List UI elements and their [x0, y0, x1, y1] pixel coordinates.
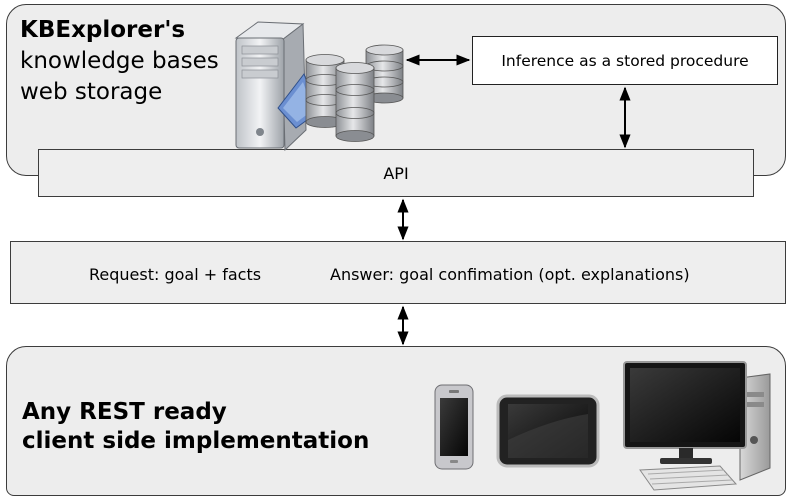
inference-label: Inference as a stored procedure — [501, 51, 749, 70]
desktop-computer-icon — [623, 361, 771, 491]
storage-subtitle-line-2: web storage — [20, 79, 163, 105]
api-label: API — [383, 163, 409, 183]
request-label: Request: goal + facts — [89, 265, 262, 284]
client-title-line-2: client side implementation — [22, 428, 370, 454]
tablet-icon — [496, 394, 600, 468]
storage-title: KBExplorer's — [20, 17, 186, 43]
database-icon — [305, 44, 404, 142]
inference-procedure-box: Inference as a stored procedure — [472, 36, 778, 85]
smartphone-icon — [434, 384, 474, 470]
client-title-line-1: Any REST ready — [22, 399, 227, 425]
api-bar: API — [38, 149, 754, 197]
answer-label: Answer: goal confimation (opt. explanati… — [330, 265, 690, 284]
storage-subtitle-line-1: knowledge bases — [20, 48, 219, 74]
request-answer-bar: Request: goal + facts Answer: goal confi… — [10, 241, 786, 304]
